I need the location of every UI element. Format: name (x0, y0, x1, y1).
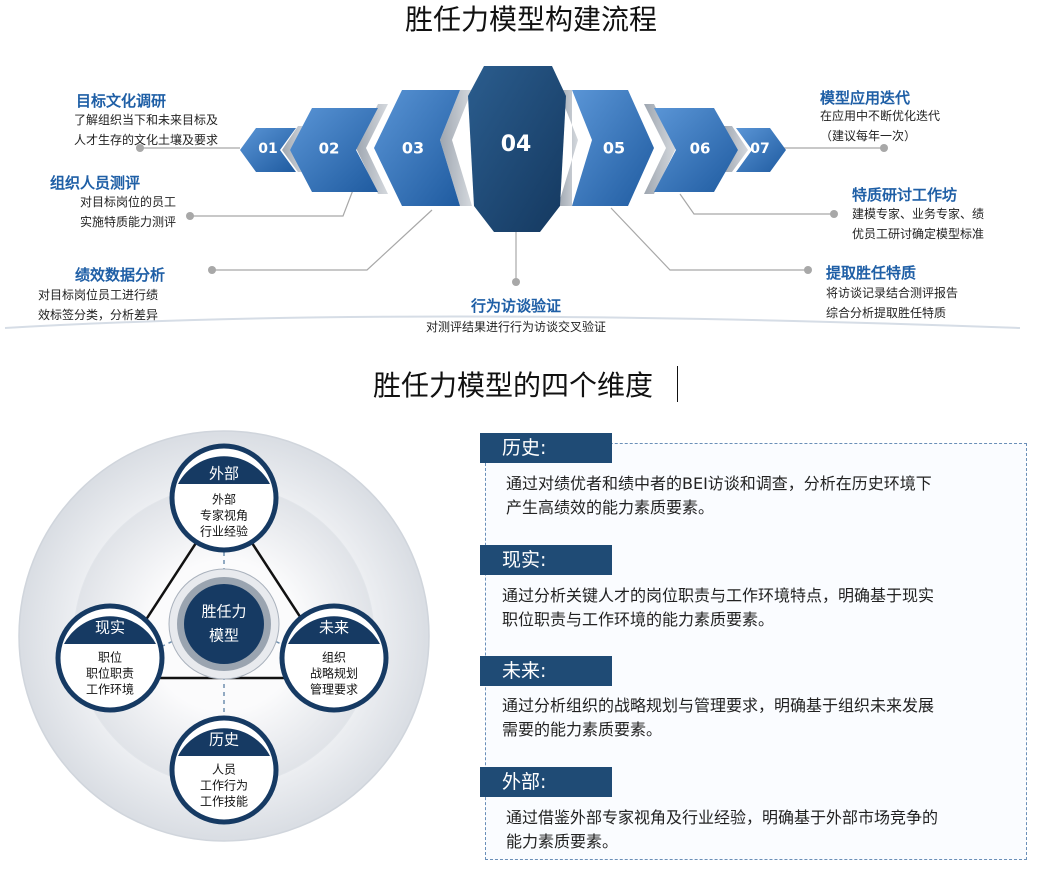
card-label-future: 未来: (480, 656, 612, 686)
text-cursor (677, 366, 678, 402)
step-title-07: 模型应用迭代 (820, 89, 911, 107)
node-external: 外部 外部 专家视角 行业经验 (169, 443, 279, 553)
node-future: 未来 组织 战略规划 管理要求 (279, 603, 389, 713)
svg-text:外部: 外部 (212, 492, 236, 507)
dimensions-title: 胜任力模型的四个维度 (373, 369, 654, 402)
step-label-01: 目标文化调研 (76, 92, 167, 110)
step-shape-05 (572, 90, 654, 206)
dimensions-diagram: 胜任力 模型 外部 外部 专家视角 行业经验 现实 职位 职位职责 工作环境 未… (18, 430, 430, 842)
step-shape-04 (468, 66, 566, 232)
node-history: 历史 人员 工作行为 工作技能 (169, 715, 279, 825)
step-title-06: 特质研讨工作坊 (852, 186, 958, 204)
card-label-reality: 现实: (480, 545, 612, 575)
node-reality: 现实 职位 职位职责 工作环境 (55, 603, 165, 713)
card-text-reality: 通过分析关键人才的岗位职责与工作环境特点，明确基于现实 职位职责与工作环境的能力… (502, 586, 935, 629)
step-title-05: 提取胜任特质 (826, 264, 917, 282)
svg-text:职位: 职位 (98, 650, 122, 665)
step-desc-03: 对目标岗位员工进行绩 效标签分类，分析差异 (38, 288, 159, 322)
step-shape-06 (654, 108, 738, 192)
svg-text:外部: 外部 (209, 465, 239, 483)
step-shape-07 (736, 128, 786, 172)
process-diagram: 01 02 03 04 05 06 07 (4, 66, 1021, 329)
svg-text:工作技能: 工作技能 (200, 795, 248, 809)
process-title: 胜任力模型构建流程 (404, 3, 657, 36)
card-text-future: 通过分析组织的战略规划与管理要求，明确基于组织未来发展 需要的能力素质要素。 (502, 696, 935, 739)
step-number: 04 (501, 132, 532, 157)
card-text-history: 通过对绩优者和绩中者的BEI访谈和调查，分析在历史环境下 产生高绩效的能力素质要… (506, 474, 932, 517)
step-desc-07: 在应用中不断优化迭代 （建议每年一次） (820, 109, 941, 143)
core-label: 模型 (209, 627, 239, 645)
step-shape-03 (374, 90, 460, 206)
step-desc-04: 对测评结果进行行为访谈交叉验证 (425, 320, 606, 334)
svg-text:人员: 人员 (212, 763, 236, 777)
svg-text:未来: 未来 (319, 619, 349, 637)
card-label-history: 历史: (480, 433, 612, 463)
core-circle (184, 584, 264, 664)
step-desc-02: 对目标岗位的员工 实施特质能力测评 (79, 195, 176, 229)
step-shape-02 (290, 108, 378, 192)
step-title-02: 组织人员测评 (50, 174, 141, 192)
svg-text:职位职责: 职位职责 (86, 666, 134, 681)
step-desc-06: 建模专家、业务专家、绩 优员工研讨确定模型标准 (852, 207, 985, 241)
svg-text:管理要求: 管理要求 (310, 682, 358, 697)
svg-text:专家视角: 专家视角 (200, 508, 248, 523)
core-label: 胜任力 (201, 603, 246, 621)
step-number: 01 (258, 141, 277, 157)
base-curve (4, 315, 1021, 329)
svg-text:现实: 现实 (95, 619, 125, 637)
connector-dots (136, 144, 888, 286)
svg-text:战略规划: 战略规划 (310, 666, 358, 681)
step-desc-05: 将访谈记录结合测评报告 综合分析提取胜任特质 (826, 286, 959, 320)
step-number: 05 (603, 139, 625, 158)
svg-text:历史: 历史 (209, 731, 239, 749)
svg-text:工作环境: 工作环境 (86, 682, 134, 697)
svg-text:组织: 组织 (322, 651, 346, 665)
svg-text:工作行为: 工作行为 (200, 779, 248, 793)
connector-lines (140, 147, 884, 282)
step-title-04: 行为访谈验证 (470, 297, 561, 315)
svg-text:行业经验: 行业经验 (200, 524, 248, 539)
step-title-03: 绩效数据分析 (75, 266, 166, 284)
card-text-external: 通过借鉴外部专家视角及行业经验，明确基于外部市场竞争的 能力素质要素。 (506, 808, 939, 851)
step-number: 07 (750, 141, 769, 157)
step-desc-01: 了解组织当下和未来目标及 人才生存的文化土壤及要求 (73, 113, 218, 147)
step-shape-01 (240, 128, 296, 172)
step-number: 06 (690, 140, 711, 158)
step-number: 02 (319, 140, 340, 158)
step-number: 03 (402, 139, 424, 158)
card-label-external: 外部: (480, 767, 612, 797)
